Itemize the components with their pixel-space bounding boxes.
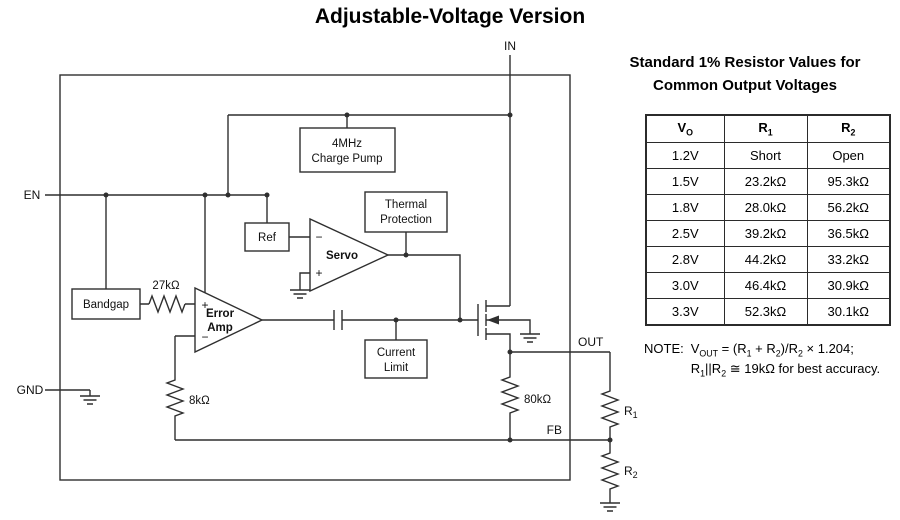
table-cell: 46.4kΩ (723, 272, 808, 299)
table-cell: 33.2kΩ (806, 246, 891, 273)
error-amp-label: Error (206, 308, 235, 320)
table-cell: 2.5V (645, 220, 725, 247)
pin-en-label: EN (24, 188, 41, 202)
pin-out-label: OUT (578, 335, 604, 349)
pin-in-label: IN (504, 39, 516, 53)
servo-plus-input-label: + (315, 266, 322, 280)
svg-text:Thermal: Thermal (385, 199, 427, 211)
table-cell: 39.2kΩ (723, 220, 808, 247)
table-cell: 3.3V (645, 298, 725, 326)
error-amp-minus-input-label: − (201, 330, 208, 344)
table-cell: 23.2kΩ (723, 168, 808, 195)
servo-amp: − + Servo (309, 217, 390, 293)
resistor-table-title: Standard 1% Resistor Values for Common O… (629, 54, 861, 94)
pin-gnd-label: GND (17, 383, 44, 397)
svg-text:Ref: Ref (258, 232, 277, 244)
table-cell: 1.2V (645, 142, 725, 169)
resistor-80k: 80kΩ (500, 352, 552, 440)
ground-symbol (599, 496, 621, 512)
r1-header: R1 (723, 114, 808, 143)
table-cell: 2.8V (645, 246, 725, 273)
svg-text:Bandgap: Bandgap (83, 299, 129, 311)
r2-header: R2 (806, 114, 891, 143)
resistor-27k: 27kΩ (148, 280, 186, 314)
svg-text:Charge Pump: Charge Pump (312, 153, 383, 165)
table-cell: 30.9kΩ (806, 272, 891, 299)
current-limit-block: Current Limit (364, 339, 428, 379)
table-cell: Open (806, 142, 891, 169)
thermal-protection-block: Thermal Protection (364, 191, 448, 233)
table-cell: 30.1kΩ (806, 298, 891, 326)
resistor-r2: R2 (600, 440, 638, 497)
pass-mosfet (477, 300, 531, 352)
table-cell: 52.3kΩ (723, 298, 808, 326)
table-cell: 3.0V (645, 272, 725, 299)
ref-block: Ref (244, 222, 290, 252)
resistor-r1: R1 (600, 352, 638, 440)
error-amp: + − Error Amp (194, 286, 264, 354)
servo-minus-input-label: − (315, 230, 322, 244)
vo-header: VO (645, 114, 725, 143)
circuit-wires (45, 55, 610, 441)
table-cell: 56.2kΩ (806, 194, 891, 221)
table-header-row: VO R1 R2 (645, 114, 891, 143)
note-body: VOUT = (R1 + R2)/R2 × 1.204; R1||R2 ≅ 19… (690, 341, 881, 379)
table-cell: 1.8V (645, 194, 725, 221)
svg-text:Protection: Protection (380, 214, 432, 226)
pin-fb-label: FB (547, 423, 562, 437)
table-note: NOTE: VOUT = (R1 + R2)/R2 × 1.204; R1||R… (644, 340, 896, 381)
circuit-diagram: 27kΩ 8kΩ 80kΩ R1 R2 4MHz Charge Pump The… (17, 39, 638, 512)
servo-label: Servo (326, 250, 358, 262)
resistor-r1-label: R1 (624, 404, 638, 420)
table-cell: Short (723, 142, 808, 169)
resistor-80k-label: 80kΩ (524, 394, 552, 406)
bandgap-block: Bandgap (71, 288, 141, 320)
junction-dots (103, 112, 613, 443)
resistor-8k-label: 8kΩ (189, 395, 210, 407)
compensation-capacitor (333, 310, 343, 330)
svg-text:Limit: Limit (384, 362, 409, 374)
mosfet-body-arrow-icon (487, 315, 499, 325)
charge-pump-block: 4MHz Charge Pump (299, 127, 396, 173)
page-title: Adjustable-Voltage Version (314, 5, 586, 28)
note-label: NOTE: (644, 341, 684, 356)
resistor-27k-label: 27kΩ (152, 280, 180, 292)
error-amp-plus-input-label: + (201, 298, 208, 312)
table-cell: 95.3kΩ (806, 168, 891, 195)
resistor-8k: 8kΩ (165, 336, 210, 440)
svg-text:Amp: Amp (207, 322, 233, 334)
table-cell: 44.2kΩ (723, 246, 808, 273)
table-cell: 36.5kΩ (806, 220, 891, 247)
resistor-r2-label: R2 (624, 464, 638, 480)
svg-text:Current: Current (377, 347, 416, 359)
svg-text:4MHz: 4MHz (332, 138, 362, 150)
table-cell: 1.5V (645, 168, 725, 195)
table-cell: 28.0kΩ (723, 194, 808, 221)
